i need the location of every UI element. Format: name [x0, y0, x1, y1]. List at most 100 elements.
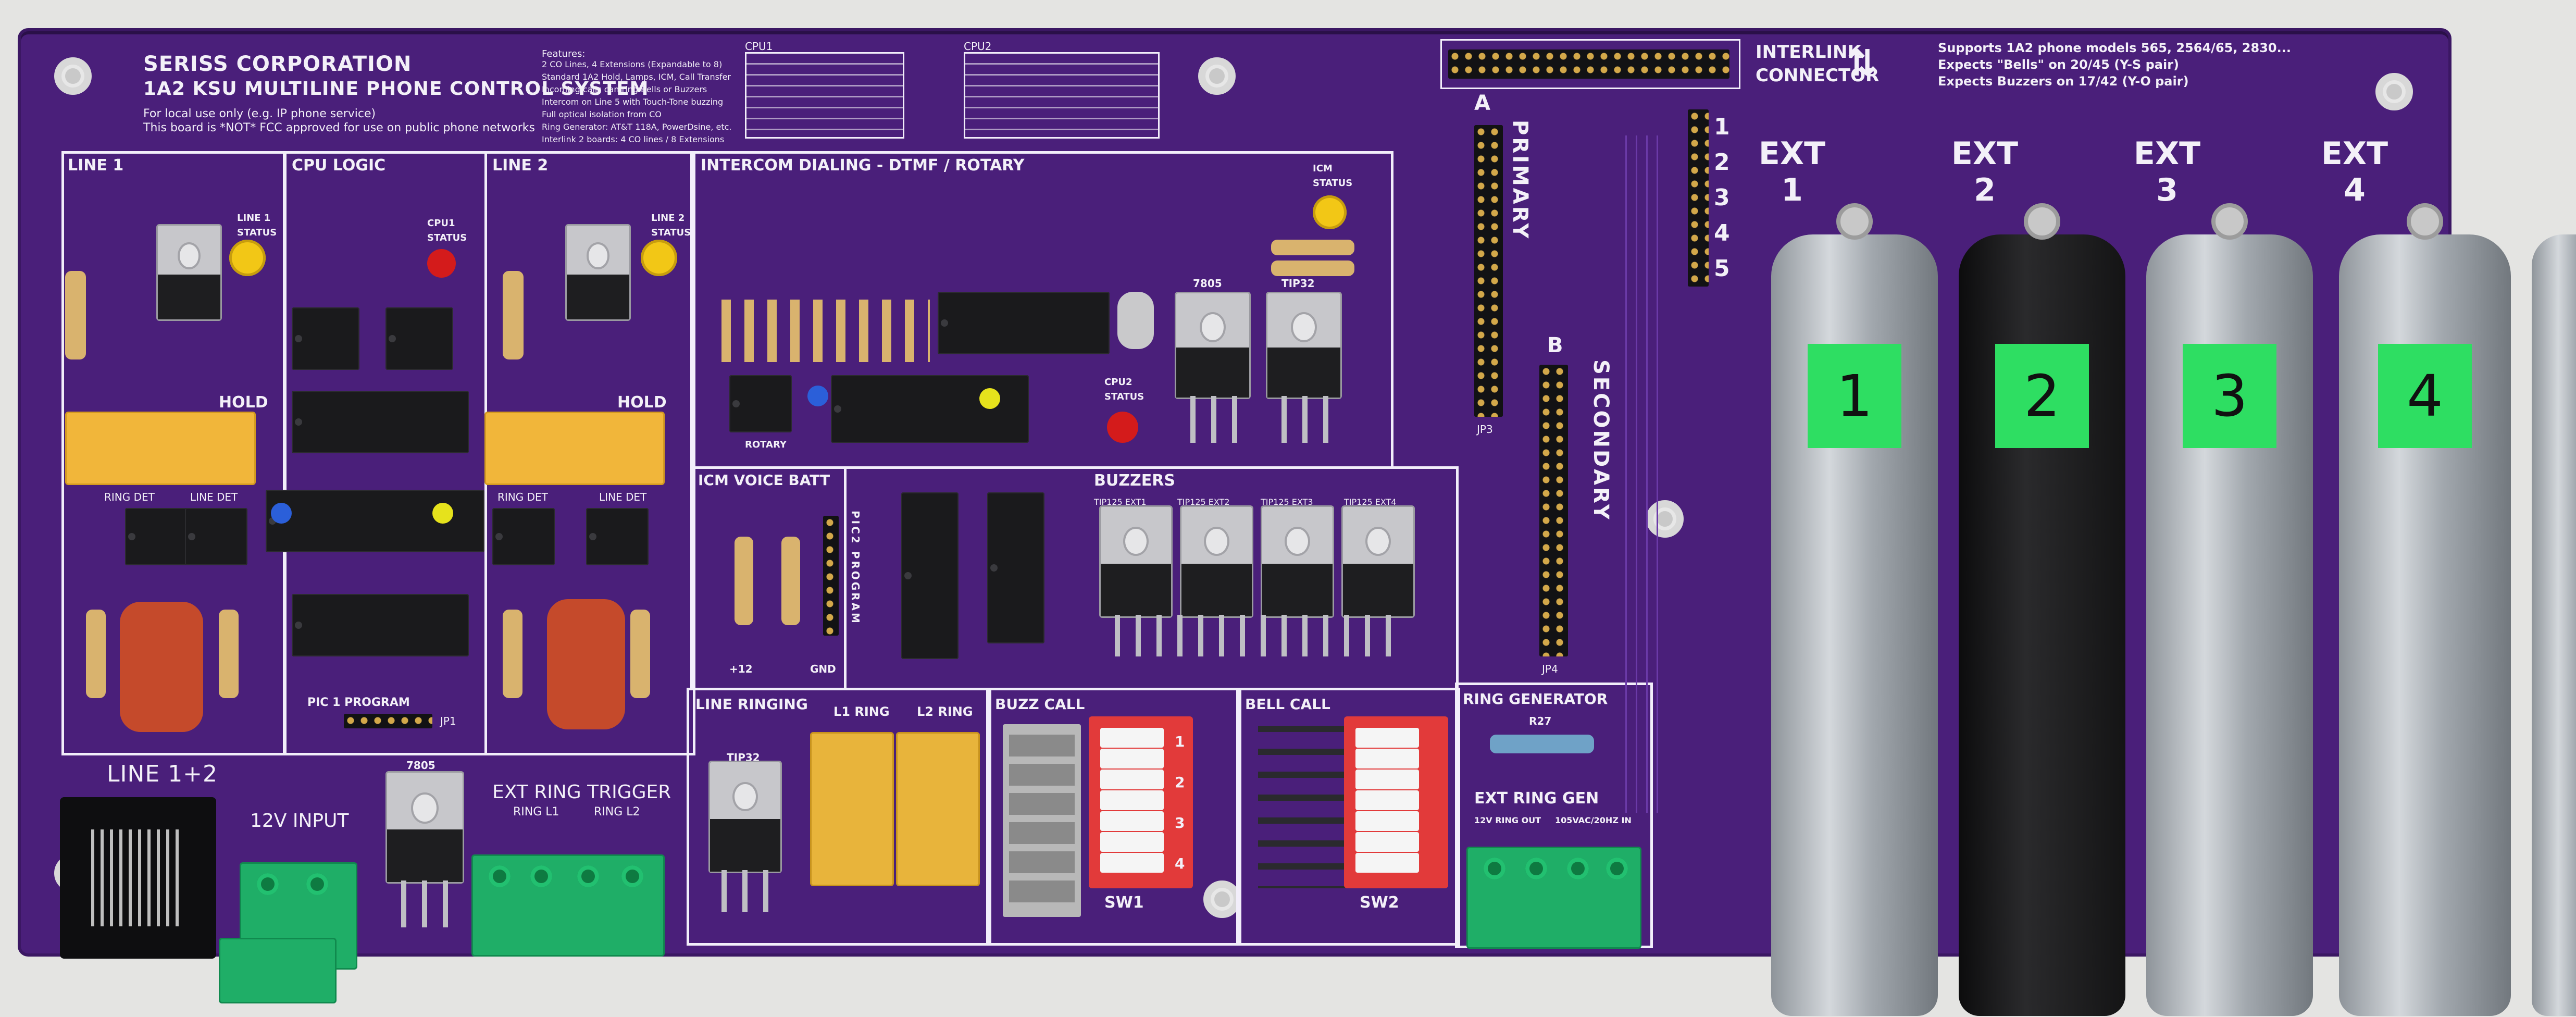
- ext-connector-1[interactable]: 1: [1771, 203, 1938, 1016]
- cpu-logic-ic-a2: [385, 307, 453, 370]
- power-regulator-7805: [385, 771, 464, 884]
- ext-ring-trigger-label: EXT RING TRIGGER: [492, 782, 671, 803]
- line2-status-label: LINE 2 STATUS: [651, 213, 691, 238]
- section-line-ringing-title: LINE RINGING: [695, 696, 808, 713]
- ring-in-label: 105VAC/20HZ IN: [1555, 815, 1632, 825]
- ext-ring-trigger-terminal[interactable]: [471, 854, 665, 957]
- icm-voice-resistor-r15: [735, 537, 753, 625]
- buzz-ext-num: 4: [1175, 855, 1185, 872]
- jp1-label: JP1: [440, 715, 456, 727]
- jp-a-label: A: [1474, 91, 1490, 115]
- connector-screw-icon[interactable]: [2024, 203, 2060, 240]
- cpu-logic-ic-a1: [292, 307, 359, 370]
- line1-hold-relay: [65, 412, 256, 485]
- interlink-arrow-icon: ⇅: [1847, 42, 1877, 84]
- icm-voice-resistor-r16: [781, 537, 800, 625]
- interlink-label: INTERLINK: [1756, 42, 1861, 63]
- cpu-yellow-marker: [432, 503, 453, 524]
- cpu2-pinout-table: [964, 52, 1160, 139]
- buzz-ext-num: 1: [1175, 733, 1185, 750]
- line1-resistor: [65, 271, 86, 359]
- section-bell-call: [1236, 688, 1460, 946]
- q-7805b-label: 7805: [406, 759, 435, 772]
- ext-connector-2[interactable]: 2: [1959, 203, 2125, 1016]
- cpu2-status-label: CPU2 STATUS: [1104, 377, 1144, 402]
- pcb-trace: [1625, 135, 1627, 813]
- power-regulator-pins: [401, 880, 453, 927]
- line1-status-label: LINE 1 STATUS: [237, 213, 277, 238]
- input-12v-plug[interactable]: [219, 938, 337, 1003]
- icm-status-led: [1313, 195, 1347, 229]
- gnd-label: GND: [810, 663, 836, 675]
- cpu2-yellow-marker: [979, 388, 1000, 409]
- buzzer-transistor-1: [1099, 505, 1173, 618]
- pic1-program-header[interactable]: [344, 714, 432, 728]
- intercom-transistor-tip32: [1266, 292, 1342, 399]
- line2-regulator: [565, 224, 631, 321]
- ext-connector-4[interactable]: 4: [2339, 203, 2511, 1016]
- buzz-call-dip-switch[interactable]: [1089, 716, 1193, 888]
- ext-connector-5-partial[interactable]: [2532, 234, 2576, 1016]
- intercom-dtmf-decoder: [938, 292, 1110, 354]
- cpu2-blue-marker: [807, 386, 828, 406]
- line1-regulator: [156, 224, 222, 321]
- q-7805a-label: 7805: [1193, 277, 1222, 290]
- line2-optocoupler-1: [492, 508, 555, 565]
- section-bell-call-title: BELL CALL: [1245, 696, 1330, 713]
- pcb-trace: [1636, 135, 1637, 813]
- buzzer-transistor-2: [1180, 505, 1253, 618]
- line12-label: LINE 1+2: [107, 761, 218, 787]
- secondary-header-jp4[interactable]: [1539, 365, 1568, 656]
- section-ring-generator-title: RING GENERATOR: [1463, 690, 1608, 708]
- line2-resistor-r14: [630, 610, 650, 698]
- ext-connector-3[interactable]: 3: [2146, 203, 2313, 1016]
- line1-capacitor: [120, 602, 203, 732]
- connector-screw-icon[interactable]: [1836, 203, 1873, 240]
- mounting-hole: [2375, 73, 2413, 110]
- cpu-logic-ic-lower: [292, 594, 469, 656]
- buzzer-transistor-pins: [1115, 615, 1407, 656]
- primary-header-jp3[interactable]: [1474, 125, 1503, 417]
- l2-ring-label: L2 RING: [917, 704, 973, 719]
- ext-select-num: 4: [1714, 220, 1730, 246]
- ext-ring-gen-terminal[interactable]: [1466, 847, 1641, 949]
- line12-rj-jack[interactable]: [60, 797, 216, 959]
- section-cpu-logic-title: CPU LOGIC: [292, 156, 386, 175]
- connector-screw-icon[interactable]: [2211, 203, 2248, 240]
- support-note-1: Supports 1A2 phone models 565, 2564/65, …: [1938, 41, 2291, 55]
- bell-call-dip-switch[interactable]: [1344, 716, 1448, 888]
- line2-line-det-label: LINE DET: [599, 491, 647, 503]
- line1-resistor-r7: [219, 610, 239, 698]
- icm-status-label: ICM STATUS: [1313, 163, 1353, 189]
- section-buzz-call: [986, 688, 1241, 946]
- feature-item: Ring Generator: AT&T 118A, PowerDsine, e…: [542, 122, 732, 132]
- r27-label: R27: [1529, 715, 1552, 727]
- pic2-program-header[interactable]: [823, 516, 839, 636]
- icm-resistor-r25: [1271, 240, 1354, 255]
- features-heading: Features:: [542, 48, 586, 59]
- interlink-header[interactable]: [1448, 49, 1729, 79]
- l2-ring-relay: [896, 732, 980, 886]
- connector-screw-icon[interactable]: [2407, 203, 2443, 240]
- line1-status-led: [229, 240, 266, 276]
- support-note-2: Expects "Bells" on 20/45 (Y-S pair): [1938, 57, 2180, 72]
- interlink-header-outline: [1440, 39, 1740, 89]
- input-12v-label: 12V INPUT: [250, 810, 349, 832]
- pic1-program-label: PIC 1 PROGRAM: [307, 696, 410, 709]
- ring-generator-resistor: [1490, 735, 1594, 753]
- cpu2-status-led: [1107, 412, 1138, 443]
- ext-select-header[interactable]: [1688, 109, 1709, 287]
- cpu2-table-label: CPU2: [964, 40, 992, 53]
- cpu1-pinout-table: [745, 52, 904, 139]
- ext-select-num: 2: [1714, 149, 1730, 176]
- intercom-regulator-pins: [1190, 396, 1242, 443]
- buzz-ext-num: 2: [1175, 774, 1185, 791]
- sw1-label: SW1: [1104, 894, 1144, 912]
- crystal-x1: [1117, 292, 1154, 349]
- buzzer-3-label: TIP125 EXT3: [1261, 497, 1313, 507]
- cpu2-microcontroller: [831, 375, 1029, 443]
- line2-resistor: [503, 271, 524, 359]
- ext-connector-2-tag: 2: [1995, 344, 2089, 448]
- intercom-rotary-ic: [729, 375, 792, 432]
